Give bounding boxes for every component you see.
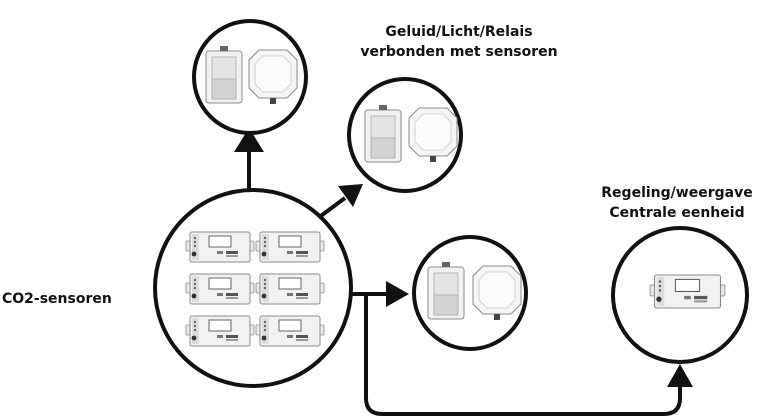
co2-sensor-unit <box>185 273 255 305</box>
junction-box-unit <box>408 107 458 163</box>
output-group-right <box>412 235 528 351</box>
output-group-top <box>192 19 308 135</box>
output-circle-middle <box>347 77 463 193</box>
connector-to-central-unit <box>364 294 693 416</box>
central-label-line2: Centrale eenheid <box>609 205 744 221</box>
arrowhead-diagonal <box>338 184 363 207</box>
connector-to-right-outputs <box>347 281 409 307</box>
junction-box-unit <box>248 49 298 105</box>
sounder-unit <box>364 104 402 163</box>
outputs-label-line1: Geluid/Licht/Relais <box>385 24 532 40</box>
controller-display-unit <box>649 274 726 309</box>
output-group-middle <box>347 77 463 193</box>
arrowhead-right <box>386 281 409 307</box>
junction-box-unit <box>472 265 522 321</box>
co2-sensor-group <box>153 188 353 388</box>
arrowhead-up-central <box>667 364 693 387</box>
co2-sensor-unit <box>185 315 255 347</box>
co2-sensors-label: CO2-sensoren <box>2 291 112 307</box>
central-unit-group <box>611 226 749 364</box>
sounder-unit <box>205 45 243 104</box>
connector-to-middle-outputs <box>316 184 363 220</box>
co2-sensor-unit <box>255 273 325 305</box>
connector-to-top-outputs <box>234 128 264 193</box>
co2-sensor-unit <box>255 315 325 347</box>
co2-sensor-unit <box>185 231 255 263</box>
outputs-label-line2: verbonden met sensoren <box>360 44 557 60</box>
arrowhead-up <box>234 128 264 152</box>
sounder-unit <box>427 261 465 320</box>
central-label-line1: Regeling/weergave <box>601 185 752 201</box>
co2-sensor-unit <box>255 231 325 263</box>
